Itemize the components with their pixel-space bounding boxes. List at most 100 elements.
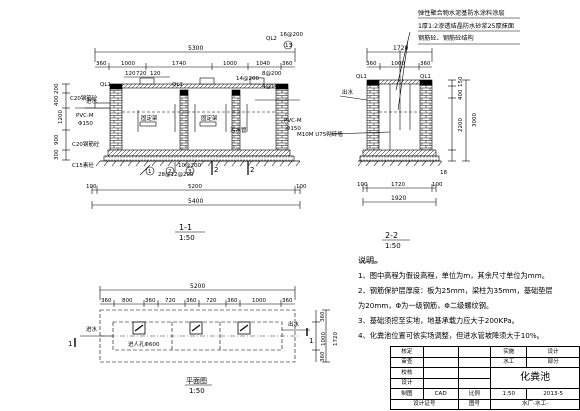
dim-2-right-2: 2200 — [458, 118, 464, 132]
plan-label-cover: 进人孔Φ600 — [128, 340, 160, 348]
plan-dim-seg-8: 360 — [282, 298, 293, 304]
dim-top-seg-0: 360 — [96, 61, 107, 67]
title-block: 核定 实施 设计 审查 水工 部分 校核 化粪池 设计 制图 CAD 比例 — [390, 346, 580, 410]
label-circle-2: 2 — [168, 169, 172, 175]
dim-2-top-seg-0: 360 — [366, 61, 377, 67]
dim-2-right-1: 400 — [458, 89, 464, 100]
plan-dim-seg-5: 720 — [206, 298, 217, 304]
plan-cut-left: 1 — [68, 340, 72, 348]
label-2-outlet: 出水 — [342, 88, 354, 96]
tb-no-value: 水厂-水工- — [490, 398, 580, 410]
tb-scale-value: 1:50 — [490, 388, 528, 400]
dim-top-overall: 5300 — [188, 45, 203, 52]
dim-top-seg-5: 360 — [282, 61, 293, 67]
label-inlet: 进水 — [86, 97, 98, 105]
label-ql1-left: QL1 — [100, 82, 111, 88]
plan-dim-seg-0: 360 — [101, 298, 112, 304]
dim-left-3: 900 — [54, 134, 60, 145]
label-rebar-top2: 28@12@200 — [158, 172, 194, 178]
tb-no-label: 图号 — [457, 398, 492, 410]
dim-2-bottom-overall: 1920 — [391, 195, 406, 202]
label-ql1-mid: QL1 — [172, 82, 183, 88]
label-circle-3: 3 — [188, 169, 192, 175]
callout-frame — [418, 17, 520, 45]
plan-dim-right-1: 1000 — [321, 332, 327, 346]
dim-2-bottom-seg-1: 1720 — [391, 182, 405, 188]
label-fixed-bracket: 固定架 — [141, 114, 158, 122]
dim-2-right-0: 150 — [458, 76, 464, 87]
callout-line-0: 弹性聚合物水泥基防水涂料涂层 — [418, 10, 505, 17]
section-2-2 — [329, 31, 470, 241]
callout-line-1: 1厚1:2渗透结晶防水砂浆25厚抹面 — [418, 22, 515, 30]
section-1-1 — [62, 40, 301, 233]
dim-left-1: 400 — [54, 95, 60, 106]
tb-review: 审查 — [390, 356, 424, 368]
dim-top-seg-2: 1740 — [172, 61, 186, 67]
dim-bottom-overall: 5400 — [188, 198, 203, 205]
tb-project-label: 水工 — [490, 356, 528, 368]
label-circle-13: 13 — [285, 43, 292, 49]
plan-dim-right-0: 1720 — [333, 332, 339, 346]
plan-view-labels: 5200 360 800 360 720 360 720 360 1000 36… — [68, 283, 339, 395]
tb-verify: 校核 — [390, 367, 424, 379]
dim-2-top-seg-2: 360 — [420, 61, 431, 67]
tb-date-value: 2013-5 — [526, 388, 580, 400]
plan-title: 平面图 — [186, 377, 207, 385]
dim-2-right-3: 3000 — [472, 113, 478, 127]
dim-top-small-0: 120 — [125, 71, 136, 77]
label-ql2-dim: 16@200 — [280, 32, 303, 38]
plan-dim-seg-2: 360 — [145, 298, 156, 304]
label-pipe-right-dia: Φ150 — [286, 126, 301, 132]
tb-drawing-name: 化粪池 — [490, 367, 580, 389]
dim-left-0: 200 — [54, 83, 60, 94]
label-pipe-mid: 污水管 — [230, 126, 247, 134]
label-cut-right: 2 — [250, 166, 254, 174]
design-notes: 说明。 1、图中高程为假设高程，单位为m，其余尺寸单位为mm。 2、钢筋保护层厚… — [358, 253, 580, 343]
label-bar-top: 8@200 — [262, 71, 282, 77]
section-2-2-title: 2-2 — [385, 231, 398, 240]
label-pipe-left: PVC-M — [76, 113, 94, 119]
plan-dim-seg-4: 360 — [186, 298, 197, 304]
material-callout: 弹性聚合物水泥基防水涂料涂层 1厚1:2渗透结晶防水砂浆25厚抹面 钢筋砼、钢筋… — [418, 8, 514, 46]
dim-2-top-overall: 1720 — [393, 45, 408, 52]
dim-2-bottom-seg-0: 100 — [357, 182, 368, 188]
dim-2-bottom-seg-2: 100 — [432, 182, 443, 188]
plan-label-outlet: 出水 — [288, 320, 300, 328]
section-1-1-scale: 1:50 — [179, 234, 195, 242]
note-item-2: 2、钢筋保护层厚度：板为25mm，梁柱为35mm，基础垫层 — [358, 286, 553, 295]
label-c20-bottom: C20钢筋砼 — [72, 140, 100, 148]
dim-top-seg-3: 1000 — [223, 61, 237, 67]
label-2-end-mark: 18 — [440, 170, 447, 176]
plan-dim-top-overall: 5200 — [190, 283, 205, 290]
label-2-m10: M10M U75砌砖墙 — [297, 130, 343, 138]
notes-title: 说明。 — [358, 256, 382, 265]
dim-left-4: 300 — [54, 149, 60, 160]
tb-phase-design: 设计 — [526, 346, 580, 358]
label-cut-left: 2 — [214, 166, 218, 174]
note-item-4: 3、基础须挖至实地，地基承载力应大于200KPa。 — [358, 316, 519, 325]
plan-dim-right-3: 360 — [320, 351, 326, 362]
label-2-ql1: QL1 — [356, 74, 367, 80]
dim-top-seg-1: 1000 — [121, 61, 135, 67]
label-pipe-right: PVC-M — [284, 118, 302, 124]
note-item-1: 1、图中高程为假设高程，单位为m，其余尺寸单位为mm。 — [358, 271, 549, 280]
dim-left-2: 1200 — [58, 110, 64, 124]
dim-top-small-2: 120 — [150, 71, 161, 77]
plan-dim-seg-6: 360 — [227, 298, 238, 304]
tb-part-label: 部分 — [526, 356, 580, 368]
label-fixed-bracket-2: 固定架 — [201, 114, 218, 122]
section-1-1-title: 1-1 — [179, 223, 192, 232]
section-2-2-labels: 1720 360 1000 360 150 400 2200 3000 1920… — [297, 45, 478, 250]
dim-bottom-seg-0: 100 — [86, 184, 97, 190]
plan-dim-right-2: 360 — [320, 311, 326, 322]
dim-top-small-1: 720 — [136, 71, 147, 77]
label-rebar-bottom: 10@200 — [178, 163, 201, 169]
label-circle-1: 1 — [148, 169, 152, 175]
plan-label-inlet: 进水 — [86, 325, 98, 333]
dim-top-seg-4: 1040 — [256, 61, 270, 67]
plan-dim-seg-7: 1000 — [252, 298, 266, 304]
label-c20: C20钢筋砼 — [70, 94, 98, 102]
plan-cut-right: 1 — [309, 337, 313, 345]
tb-cert: 设计证号 — [390, 398, 459, 410]
